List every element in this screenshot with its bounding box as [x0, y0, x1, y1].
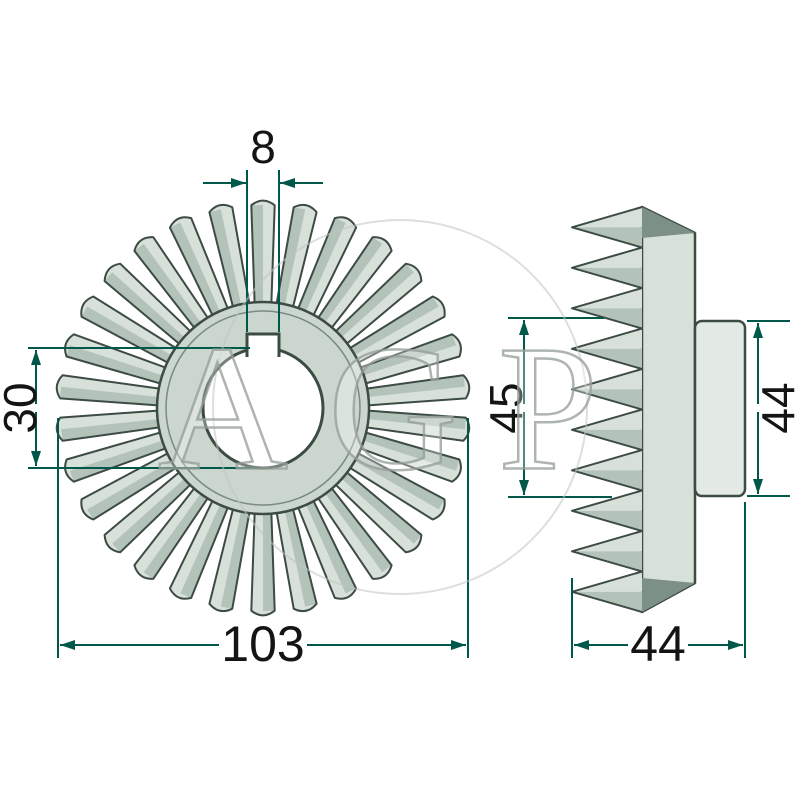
dimension-value-hub-diameter: 44	[752, 382, 800, 433]
gear-tooth-outline	[295, 216, 358, 322]
gear-tooth-shading	[69, 438, 171, 482]
gear-tooth-shading	[296, 218, 346, 317]
gear-tooth-outline	[314, 236, 393, 334]
side-gear-hub	[693, 319, 747, 498]
gear-tooth-outline	[360, 374, 471, 407]
watermark: AGP	[157, 219, 638, 595]
gear-hub-ring	[165, 310, 361, 506]
gear-tooth-outline	[133, 236, 212, 334]
gear-tooth-outline	[208, 203, 252, 314]
dimension-value-overall-width: 44	[630, 616, 686, 672]
gear-tooth-outline	[354, 430, 462, 483]
side-tooth-outline	[571, 449, 643, 492]
gear-tooth-shading	[331, 263, 414, 342]
gear-tooth-shading	[143, 488, 211, 579]
dimension-hub-diameter: 44	[747, 320, 800, 497]
dimension-keyway-width: 8	[203, 121, 323, 332]
gear-tooth-shading	[87, 458, 181, 520]
gear-tooth-shading	[321, 483, 392, 573]
side-tooth-outline	[571, 530, 643, 573]
gear-tooth-shading	[275, 207, 306, 311]
side-tooth-outline	[571, 368, 643, 411]
gear-side-view	[571, 205, 747, 614]
dimension-face-diameter: 45	[480, 317, 612, 498]
gear-tooth-shading	[169, 222, 223, 321]
gear-tooth-outline	[133, 482, 212, 580]
gear-tooth-shading	[337, 468, 422, 544]
gear-tooth-outline	[103, 467, 196, 554]
gear-tooth-shading	[345, 296, 439, 358]
gear-keyway	[245, 332, 281, 357]
side-gear-teeth	[571, 206, 643, 613]
gear-front-view	[55, 199, 471, 617]
gear-tooth-outline	[314, 482, 393, 580]
dimension-outer-diameter: 103	[57, 418, 469, 672]
gear-tooth-outline	[208, 502, 252, 613]
dimension-value-bore: 30	[0, 382, 46, 433]
gear-tooth-outline	[344, 449, 446, 521]
gear-tooth-shading	[104, 272, 189, 348]
gear-tooth-shading	[349, 450, 445, 510]
side-tooth-outline	[571, 246, 643, 289]
gear-tooth-shading	[315, 237, 383, 328]
gear-tooth-outline	[80, 295, 182, 367]
dimensions: 8 30 103 45	[0, 121, 800, 672]
front-gear-teeth	[55, 199, 471, 617]
gear-tooth-outline	[64, 430, 172, 483]
gear-tooth-outline	[168, 494, 231, 600]
gear-tooth-shading	[66, 345, 168, 385]
gear-tooth-outline	[168, 216, 231, 322]
gear-tooth-shading	[60, 386, 164, 406]
side-gear-bottom-cap	[642, 578, 695, 612]
gear-tooth-shading	[209, 209, 243, 313]
gear-tooth-outline	[330, 467, 423, 554]
gear-tooth-shading	[112, 474, 195, 553]
gear-tooth-outline	[55, 409, 166, 442]
side-tooth-outline	[571, 327, 643, 370]
side-tooth-outline	[571, 408, 643, 451]
watermark-text: AGP	[158, 309, 638, 508]
side-gear-body	[640, 205, 697, 614]
gear-tooth-shading	[362, 410, 466, 430]
keyway-mask	[248, 333, 278, 357]
gear-tooth-outline	[330, 262, 423, 349]
dimension-value-face-diameter: 45	[480, 382, 532, 433]
dimension-value-keyway: 8	[250, 121, 276, 173]
gear-tooth-shading	[355, 334, 457, 378]
gear-tooth-outline	[274, 502, 318, 613]
gear-tooth-outline	[55, 374, 166, 407]
gear-tooth-shading	[61, 418, 165, 441]
side-tooth-outline	[571, 287, 643, 330]
dimension-bore-diameter: 30	[0, 347, 260, 469]
gear-tooth-outline	[250, 506, 276, 617]
gear-tooth-outline	[103, 262, 196, 349]
gear-tooth-outline	[354, 333, 462, 386]
side-tooth-outline	[571, 206, 643, 249]
gear-tooth-outline	[344, 295, 446, 367]
gear-tooth-outline	[274, 203, 318, 314]
dimension-overall-width: 44	[571, 502, 746, 672]
gear-tooth-shading	[358, 431, 460, 471]
gear-tooth-outline	[250, 199, 276, 310]
gear-tooth-shading	[303, 495, 357, 594]
gear-tooth-outline	[64, 333, 172, 386]
gear-tooth-shading	[220, 505, 251, 609]
side-gear-top-cap	[642, 207, 695, 238]
gear-tooth-shading	[180, 499, 230, 598]
gear-tooth-shading	[134, 243, 205, 333]
gear-tooth-outline	[80, 449, 182, 521]
gear-tooth-shading	[361, 375, 465, 398]
side-tooth-outline	[571, 489, 643, 532]
gear-tooth-shading	[81, 306, 177, 366]
gear-tooth-shading	[283, 503, 317, 607]
watermark-circle	[212, 219, 588, 595]
dimension-value-outer-diameter: 103	[221, 616, 304, 672]
